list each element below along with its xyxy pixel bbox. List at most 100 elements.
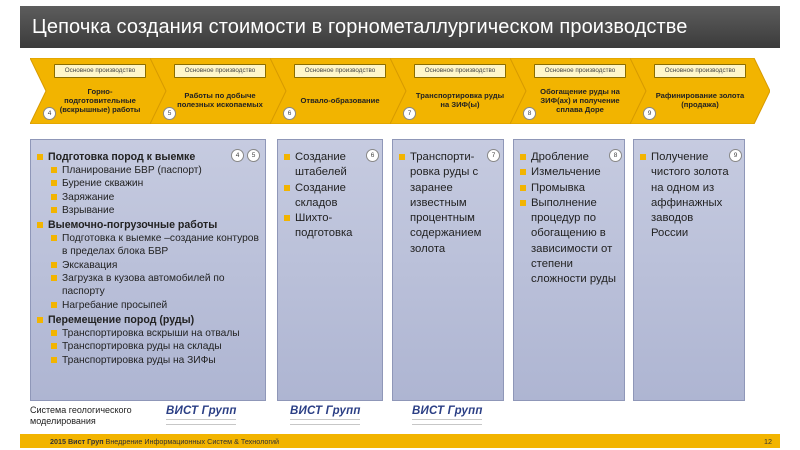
title-bar: Цепочка создания стоимости в горнометалл… bbox=[20, 6, 780, 48]
value-chain: Основное производство Горно-подготовител… bbox=[30, 58, 770, 124]
bullet-icon bbox=[520, 169, 526, 176]
stage-label: Обогащение руды на ЗИФ(ах) и получение с… bbox=[540, 86, 620, 114]
chain-stage-2: Основное производство Работы по добыче п… bbox=[150, 58, 290, 124]
stage-tag: Основное производство bbox=[654, 64, 746, 78]
stage-label: Горно-подготовительные (вскрышные) работ… bbox=[59, 86, 141, 114]
logo-wordmark: ВИСТ Групп bbox=[412, 405, 483, 417]
footer-bar: 2015 Вист Груп Внедрение Информационных … bbox=[20, 434, 780, 448]
logo-underline bbox=[290, 419, 360, 425]
list-item: Бурение скважин bbox=[37, 177, 265, 190]
list-item: Шихто-подготовка bbox=[284, 211, 378, 242]
stage-label: Рафинирование золота (продажа) bbox=[655, 91, 745, 109]
bullet-icon bbox=[520, 199, 526, 206]
stage-badge: 5 bbox=[163, 107, 176, 120]
bullet-icon bbox=[51, 343, 57, 350]
column-dump-formation: 6 Создание штабелей Создание складов Ших… bbox=[277, 139, 383, 401]
column-badge: 9 bbox=[729, 149, 742, 162]
company-logo: ВИСТ Групп bbox=[290, 405, 370, 429]
column-badges: 9 bbox=[729, 149, 742, 162]
list-item: Подготовка к выемке –создание контуров в… bbox=[37, 232, 265, 259]
bullet-icon bbox=[640, 154, 646, 160]
list-item: Заряжание bbox=[37, 191, 265, 204]
list-item: Транспортировка вскрыши на отвалы bbox=[37, 327, 265, 340]
list-item: Взрывание bbox=[37, 204, 265, 217]
bullet-icon bbox=[51, 301, 57, 308]
bullet-icon bbox=[51, 206, 57, 213]
column-badge: 7 bbox=[487, 149, 500, 162]
stage-badge: 6 bbox=[283, 107, 296, 120]
bullet-icon bbox=[284, 154, 290, 160]
bullet-icon bbox=[37, 222, 43, 229]
bullet-icon bbox=[399, 154, 405, 160]
column-badge: 5 bbox=[247, 149, 260, 162]
list-item: Промывка bbox=[520, 181, 620, 196]
column-badge: 8 bbox=[609, 149, 622, 162]
list-item: Транспортировка руды на ЗИФы bbox=[37, 354, 265, 367]
bullet-icon bbox=[37, 316, 43, 323]
bullet-icon bbox=[51, 329, 57, 336]
column-ore-transport: 7 Транспорти-ровка руды с заранее извест… bbox=[392, 139, 504, 401]
column-gold-refining: 9 Получение чистого золота на одном из а… bbox=[633, 139, 745, 401]
logo-underline bbox=[412, 419, 482, 425]
stage-tag: Основное производство bbox=[414, 64, 506, 78]
list-item: Загрузка в кузова автомобилей по паспорт… bbox=[37, 272, 265, 299]
bullet-icon bbox=[520, 184, 526, 191]
column-badges: 6 bbox=[366, 149, 379, 162]
stage-label: Работы по добыче полезных ископаемых bbox=[177, 91, 263, 109]
bullet-icon bbox=[51, 261, 57, 268]
chain-stage-1: Основное производство Горно-подготовител… bbox=[30, 58, 170, 124]
bullet-icon bbox=[51, 356, 57, 363]
bullet-icon bbox=[51, 275, 57, 282]
bullet-icon bbox=[284, 215, 290, 222]
column-badges: 8 bbox=[609, 149, 622, 162]
stage-badge: 9 bbox=[643, 107, 656, 120]
page-title: Цепочка создания стоимости в горнометалл… bbox=[32, 15, 688, 38]
column-badge: 6 bbox=[366, 149, 379, 162]
column-badges: 7 bbox=[487, 149, 500, 162]
column-ore-processing: 8 Дробление Измельчение Промывка Выполне… bbox=[513, 139, 625, 401]
bullet-icon bbox=[51, 193, 57, 200]
stage-badge: 4 bbox=[43, 107, 56, 120]
footer-text: 2015 Вист Груп Внедрение Информационных … bbox=[50, 436, 280, 446]
list-item: Нагребание просыпей bbox=[37, 299, 265, 312]
list-item: Выполнение процедур по обогащению в зави… bbox=[520, 196, 620, 288]
bullet-icon bbox=[520, 154, 526, 160]
stage-tag: Основное производство bbox=[54, 64, 146, 78]
chain-stage-6: Основное производство Рафинирование золо… bbox=[630, 58, 770, 124]
bullet-icon bbox=[51, 167, 57, 173]
bullet-icon bbox=[51, 180, 57, 187]
stage-tag: Основное производство bbox=[174, 64, 266, 78]
list-item: Дробление bbox=[520, 150, 620, 165]
company-logo: ВИСТ Групп bbox=[412, 405, 492, 429]
logo-underline bbox=[166, 419, 236, 425]
column-mining-works: 4 5 Подготовка пород к выемке Планирован… bbox=[30, 139, 266, 401]
logo-wordmark: ВИСТ Групп bbox=[166, 405, 237, 417]
chain-stage-5: Основное производство Обогащение руды на… bbox=[510, 58, 650, 124]
geological-modeling-note: Система геологического моделирования bbox=[30, 405, 132, 426]
column-badges: 4 5 bbox=[231, 149, 260, 162]
group-title: Подготовка пород к выемке bbox=[37, 150, 265, 164]
list-item: Транспорти-ровка руды с заранее известны… bbox=[399, 150, 499, 257]
logo-wordmark: ВИСТ Групп bbox=[290, 405, 361, 417]
page-number: 12 bbox=[764, 436, 772, 446]
stage-tag: Основное производство bbox=[534, 64, 626, 78]
bullet-icon bbox=[37, 154, 43, 160]
company-logo: ВИСТ Групп bbox=[166, 405, 246, 429]
stage-tag: Основное производство bbox=[294, 64, 386, 78]
chain-stage-4: Основное производство Транспортировка ру… bbox=[390, 58, 530, 124]
list-item: Создание штабелей bbox=[284, 150, 378, 181]
stage-badge: 7 bbox=[403, 107, 416, 120]
stage-badge: 8 bbox=[523, 107, 536, 120]
column-badge: 4 bbox=[231, 149, 244, 162]
list-item: Создание складов bbox=[284, 181, 378, 212]
list-item: Экскавация bbox=[37, 259, 265, 272]
list-item: Транспортировка руды на склады bbox=[37, 340, 265, 353]
stage-label: Транспортировка руды на ЗИФ(ы) bbox=[415, 91, 505, 109]
group-title: Перемещение пород (руды) bbox=[37, 313, 265, 327]
list-item: Планирование БВР (паспорт) bbox=[37, 164, 265, 177]
group-title: Выемочно-погрузочные работы bbox=[37, 218, 265, 232]
bullet-icon bbox=[51, 235, 57, 242]
stage-label: Отвало-образование bbox=[300, 95, 380, 105]
list-item: Измельчение bbox=[520, 165, 620, 180]
chain-stage-3: Основное производство Отвало-образование… bbox=[270, 58, 410, 124]
